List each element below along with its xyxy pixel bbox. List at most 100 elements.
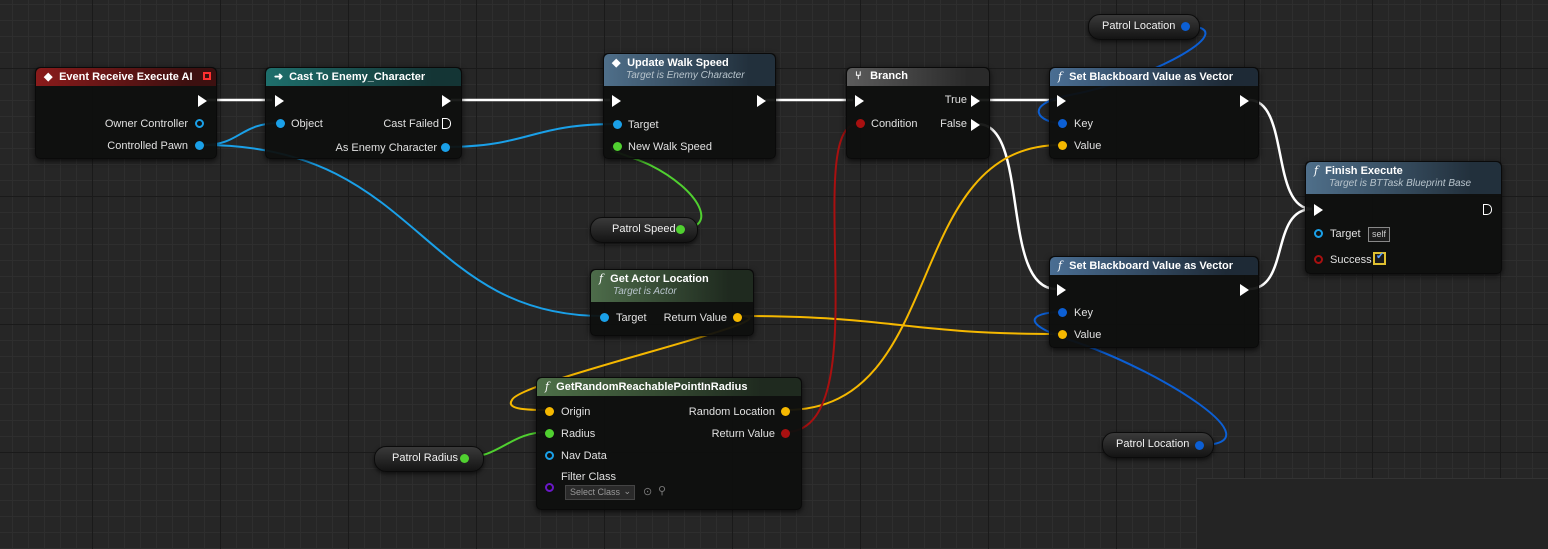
walk-exec-in-pin[interactable] [612, 95, 621, 107]
random-return-pin[interactable] [781, 429, 790, 438]
setbb2-node-title: Set Blackboard Value as Vector [1069, 260, 1233, 272]
random-navdata-pin[interactable] [545, 451, 554, 460]
finish-node-header[interactable]: f Finish Execute Target is BTTask Bluepr… [1306, 162, 1501, 194]
success-checkbox[interactable]: ✔ [1373, 251, 1386, 265]
patrol-speed-label: Patrol Speed [612, 223, 676, 235]
setbb1-exec-out-pin[interactable] [1240, 95, 1249, 107]
finish-exec-out-pin[interactable] [1483, 204, 1492, 215]
setbb1-node-title: Set Blackboard Value as Vector [1069, 71, 1233, 83]
cast-node-header[interactable]: ➜ Cast To Enemy_Character [266, 68, 461, 86]
set-blackboard-vector-node-2[interactable]: f Set Blackboard Value as Vector Key Val… [1049, 256, 1259, 348]
object-wire-pawn-actorloc [203, 144, 604, 317]
browse-search-icon[interactable]: ⚲ [658, 485, 667, 497]
exec-wire-false-setbb2 [977, 122, 1057, 291]
random-node-header[interactable]: f GetRandomReachablePointInRadius [537, 378, 801, 396]
cast-exec-in-pin[interactable] [275, 95, 284, 107]
setbb2-value-pin[interactable] [1058, 330, 1067, 339]
actorloc-return-label: Return Value [663, 312, 727, 324]
bool-wire-return-condition [785, 123, 859, 433]
finish-exec-in-pin[interactable] [1314, 204, 1323, 216]
controlled-pawn-label: Controlled Pawn [107, 140, 188, 152]
patrol-speed-var[interactable]: Patrol Speed [590, 217, 698, 243]
event-exec-out-pin[interactable] [198, 95, 207, 107]
actorloc-return-pin[interactable] [733, 313, 742, 322]
branch-true-pin[interactable] [971, 95, 980, 107]
event-receive-execute-ai-node[interactable]: ◆ Event Receive Execute AI Owner Control… [35, 67, 217, 159]
setbb2-node-header[interactable]: f Set Blackboard Value as Vector [1050, 257, 1258, 275]
as-enemy-character-pin[interactable] [441, 143, 450, 152]
branch-condition-pin[interactable] [856, 119, 865, 128]
get-actor-location-node[interactable]: f Get Actor Location Target is Actor Tar… [590, 269, 754, 336]
patrol-location-top-label: Patrol Location [1102, 20, 1176, 32]
random-radius-label: Radius [561, 428, 596, 440]
random-location-pin[interactable] [781, 407, 790, 416]
controlled-pawn-pin[interactable] [195, 141, 204, 150]
checkmark-icon: ✔ [1376, 251, 1385, 262]
setbb1-node-header[interactable]: f Set Blackboard Value as Vector [1050, 68, 1258, 86]
random-filter-pin[interactable] [545, 483, 554, 492]
new-walk-speed-pin[interactable] [613, 142, 622, 151]
filter-class-select-value: Select Class [570, 487, 621, 497]
walk-target-pin[interactable] [613, 120, 622, 129]
walk-node-header[interactable]: ◆ Update Walk Speed Target is Enemy Char… [604, 54, 775, 86]
branch-exec-in-pin[interactable] [855, 95, 864, 107]
setbb1-exec-in-pin[interactable] [1057, 95, 1066, 107]
get-random-reachable-point-node[interactable]: f GetRandomReachablePointInRadius Origin… [536, 377, 802, 510]
cast-node-title: Cast To Enemy_Character [289, 71, 426, 83]
cast-arrow-icon: ➜ [274, 71, 284, 83]
random-filter-label: Filter Class [561, 471, 617, 483]
patrol-location-top-pin[interactable] [1181, 22, 1190, 31]
finish-target-pin[interactable] [1314, 229, 1323, 238]
random-origin-label: Origin [561, 406, 591, 418]
patrol-location-bottom-pin[interactable] [1195, 441, 1204, 450]
random-radius-pin[interactable] [545, 429, 554, 438]
branch-icon: ⑂ [855, 70, 862, 82]
walk-exec-out-pin[interactable] [757, 95, 766, 107]
vector-wire-randloc-setbb1 [785, 144, 1062, 411]
branch-node-header[interactable]: ⑂ Branch [847, 68, 989, 86]
patrol-location-var-bottom[interactable]: Patrol Location [1102, 432, 1214, 458]
function-diamond-icon: ◆ [612, 57, 621, 69]
exec-wire-setbb1-finish [1248, 98, 1313, 211]
branch-false-pin[interactable] [971, 119, 980, 131]
setbb1-value-pin[interactable] [1058, 141, 1067, 150]
branch-condition-label: Condition [871, 118, 918, 130]
branch-node[interactable]: ⑂ Branch True Condition False [846, 67, 990, 159]
patrol-radius-pin[interactable] [460, 454, 469, 463]
random-origin-pin[interactable] [545, 407, 554, 416]
set-blackboard-vector-node-1[interactable]: f Set Blackboard Value as Vector Key Val… [1049, 67, 1259, 159]
filter-class-select[interactable]: Select Class ⌄ [565, 485, 635, 500]
new-walk-speed-label: New Walk Speed [628, 141, 712, 153]
cast-object-pin[interactable] [276, 119, 285, 128]
patrol-radius-var[interactable]: Patrol Radius [374, 446, 484, 472]
use-selected-icon[interactable]: ⊙ [643, 486, 653, 498]
setbb2-key-pin[interactable] [1058, 308, 1067, 317]
chevron-down-icon: ⌄ [623, 486, 631, 496]
random-return-label: Return Value [711, 428, 775, 440]
event-node-header[interactable]: ◆ Event Receive Execute AI [36, 68, 216, 86]
patrol-location-var-top[interactable]: Patrol Location [1088, 14, 1200, 40]
actorloc-target-pin[interactable] [600, 313, 609, 322]
minimap-panel [1196, 478, 1548, 549]
setbb2-key-label: Key [1074, 307, 1093, 319]
walk-node-subtitle: Target is Enemy Character [626, 70, 745, 81]
function-f-icon: f [545, 380, 550, 393]
actorloc-node-header[interactable]: f Get Actor Location Target is Actor [591, 270, 753, 302]
update-walk-speed-node[interactable]: ◆ Update Walk Speed Target is Enemy Char… [603, 53, 776, 159]
as-enemy-character-label: As Enemy Character [335, 142, 437, 154]
finish-success-pin[interactable] [1314, 255, 1323, 264]
patrol-speed-pin[interactable] [676, 225, 685, 234]
finish-target-self-chip[interactable]: self [1368, 227, 1391, 242]
actorloc-target-label: Target [616, 312, 647, 324]
setbb1-key-pin[interactable] [1058, 119, 1067, 128]
actorloc-node-subtitle: Target is Actor [613, 286, 677, 297]
setbb2-exec-out-pin[interactable] [1240, 284, 1249, 296]
cast-failed-pin[interactable] [442, 118, 451, 129]
owner-controller-pin[interactable] [195, 119, 204, 128]
cast-to-enemy-character-node[interactable]: ➜ Cast To Enemy_Character Object Cast Fa… [265, 67, 462, 159]
key-wire-bottom-setbb2 [1033, 311, 1228, 446]
actorloc-node-title: Get Actor Location [610, 273, 709, 285]
setbb2-exec-in-pin[interactable] [1057, 284, 1066, 296]
cast-exec-out-pin[interactable] [442, 95, 451, 107]
finish-execute-node[interactable]: f Finish Execute Target is BTTask Bluepr… [1305, 161, 1502, 274]
